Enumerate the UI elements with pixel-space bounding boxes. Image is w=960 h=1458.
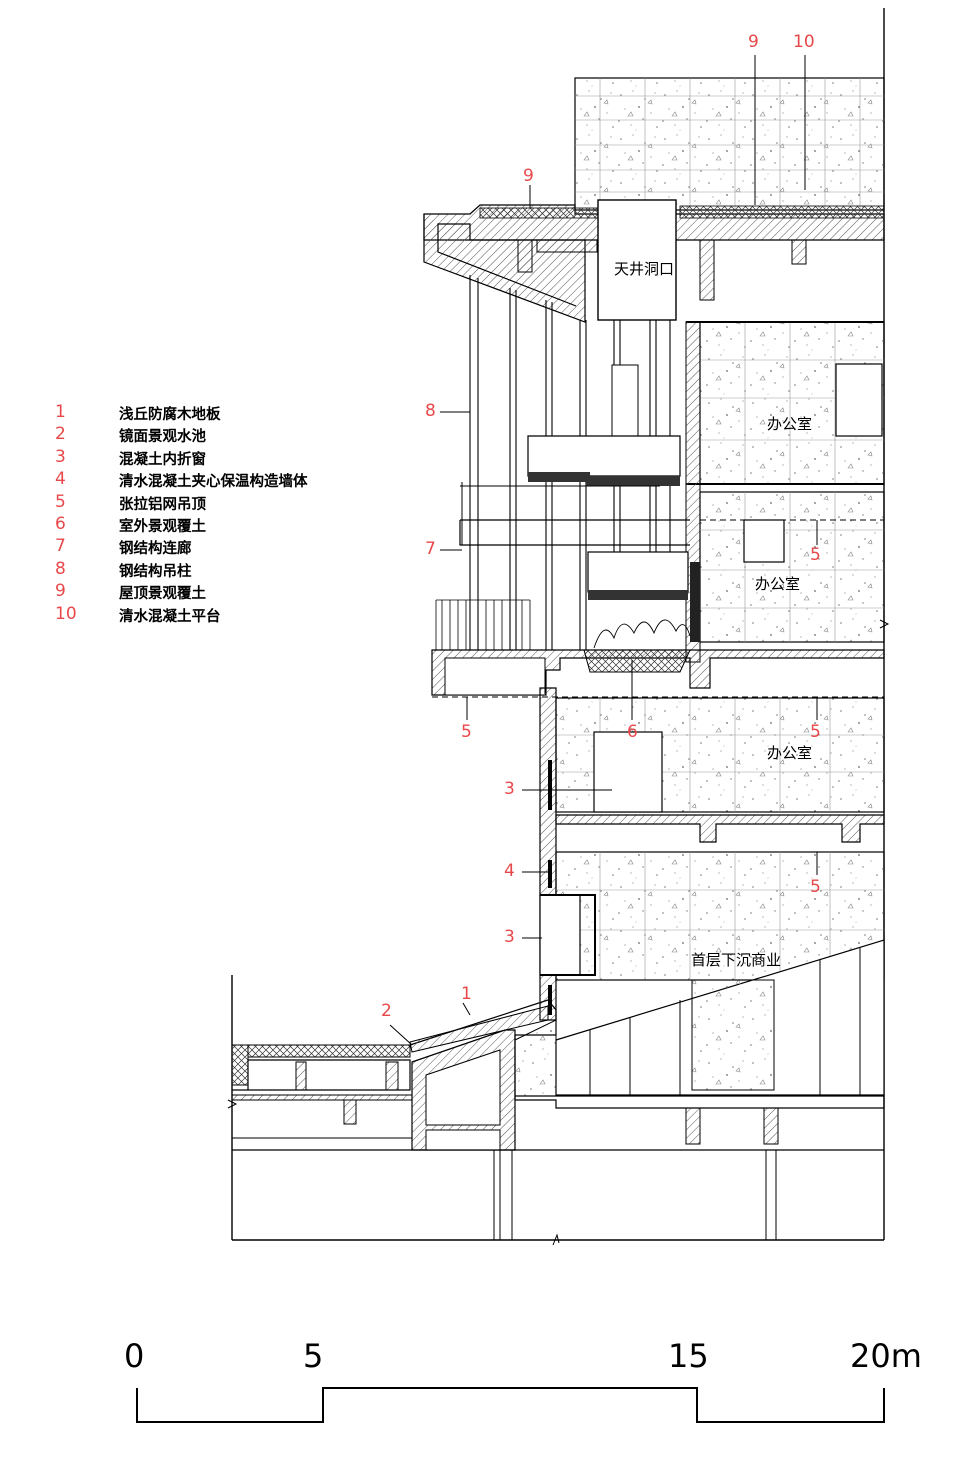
legend-number: 8 (55, 558, 66, 579)
callout-3-b: 3 (504, 927, 515, 947)
scale-label-5: 5 (303, 1337, 324, 1375)
legend-number: 3 (55, 446, 66, 467)
legend-label: 室外景观覆土 (119, 518, 206, 535)
legend-label: 钢结构连廊 (119, 541, 192, 558)
callout-4: 4 (504, 861, 515, 881)
legend-number: 10 (55, 603, 77, 624)
scale-label-20m: 20m (850, 1337, 922, 1375)
callout-6: 6 (627, 722, 638, 742)
legend-item-3: 3 混凝土内折窗 (55, 447, 355, 469)
legend-label: 镜面景观水池 (119, 429, 206, 446)
legend-label: 屋顶景观覆土 (119, 586, 206, 603)
callout-8: 8 (425, 401, 436, 421)
scale-label-15: 15 (668, 1337, 709, 1375)
office-label-middle: 办公室 (755, 575, 801, 593)
legend-item-9: 9 屋顶景观覆土 (55, 581, 355, 603)
legend-label: 清水混凝土平台 (119, 608, 221, 625)
retail-label: 首层下沉商业 (691, 951, 782, 969)
legend-item-1: 1 浅丘防腐木地板 (55, 402, 355, 424)
callout-7: 7 (425, 539, 436, 559)
legend-item-7: 7 钢结构连廊 (55, 536, 355, 558)
callout-5-b: 5 (810, 722, 821, 742)
callout-5-a: 5 (810, 545, 821, 565)
legend-label: 混凝土内折窗 (119, 451, 206, 468)
legend-number: 9 (55, 581, 66, 602)
office-label-lower: 办公室 (767, 744, 813, 762)
callout-9-roof: 9 (523, 166, 534, 186)
legend-item-8: 8 钢结构吊柱 (55, 559, 355, 581)
legend-label: 浅丘防腐木地板 (119, 407, 221, 423)
legend-number: 4 (55, 469, 66, 490)
legend-label: 张拉铝网吊顶 (119, 496, 206, 513)
office-label-upper: 办公室 (767, 415, 813, 433)
legend-item-2: 2 镜面景观水池 (55, 424, 355, 446)
scale-label-0: 0 (124, 1337, 145, 1375)
legend-number: 6 (55, 513, 66, 534)
legend-number: 5 (55, 491, 66, 512)
callout-10-top: 10 (793, 32, 815, 52)
callout-2: 2 (381, 1001, 392, 1021)
callout-5-c: 5 (810, 877, 821, 897)
legend-number: 1 (55, 402, 66, 422)
legend-item-4: 4 清水混凝土夹心保温构造墙体 (55, 469, 355, 491)
callout-1: 1 (461, 984, 472, 1004)
legend-number: 2 (55, 424, 66, 445)
legend-item-5: 5 张拉铝网吊顶 (55, 492, 355, 514)
legend-label: 清水混凝土夹心保温构造墙体 (119, 474, 308, 491)
skylight-label: 天井洞口 (614, 260, 675, 278)
legend-label: 钢结构吊柱 (119, 563, 192, 580)
callout-5-left: 5 (461, 722, 472, 742)
callout-3-a: 3 (504, 779, 515, 799)
callout-9-top: 9 (748, 32, 759, 52)
legend-number: 7 (55, 536, 66, 557)
legend-item-10: 10 清水混凝土平台 (55, 604, 355, 626)
legend-item-6: 6 室外景观覆土 (55, 514, 355, 536)
